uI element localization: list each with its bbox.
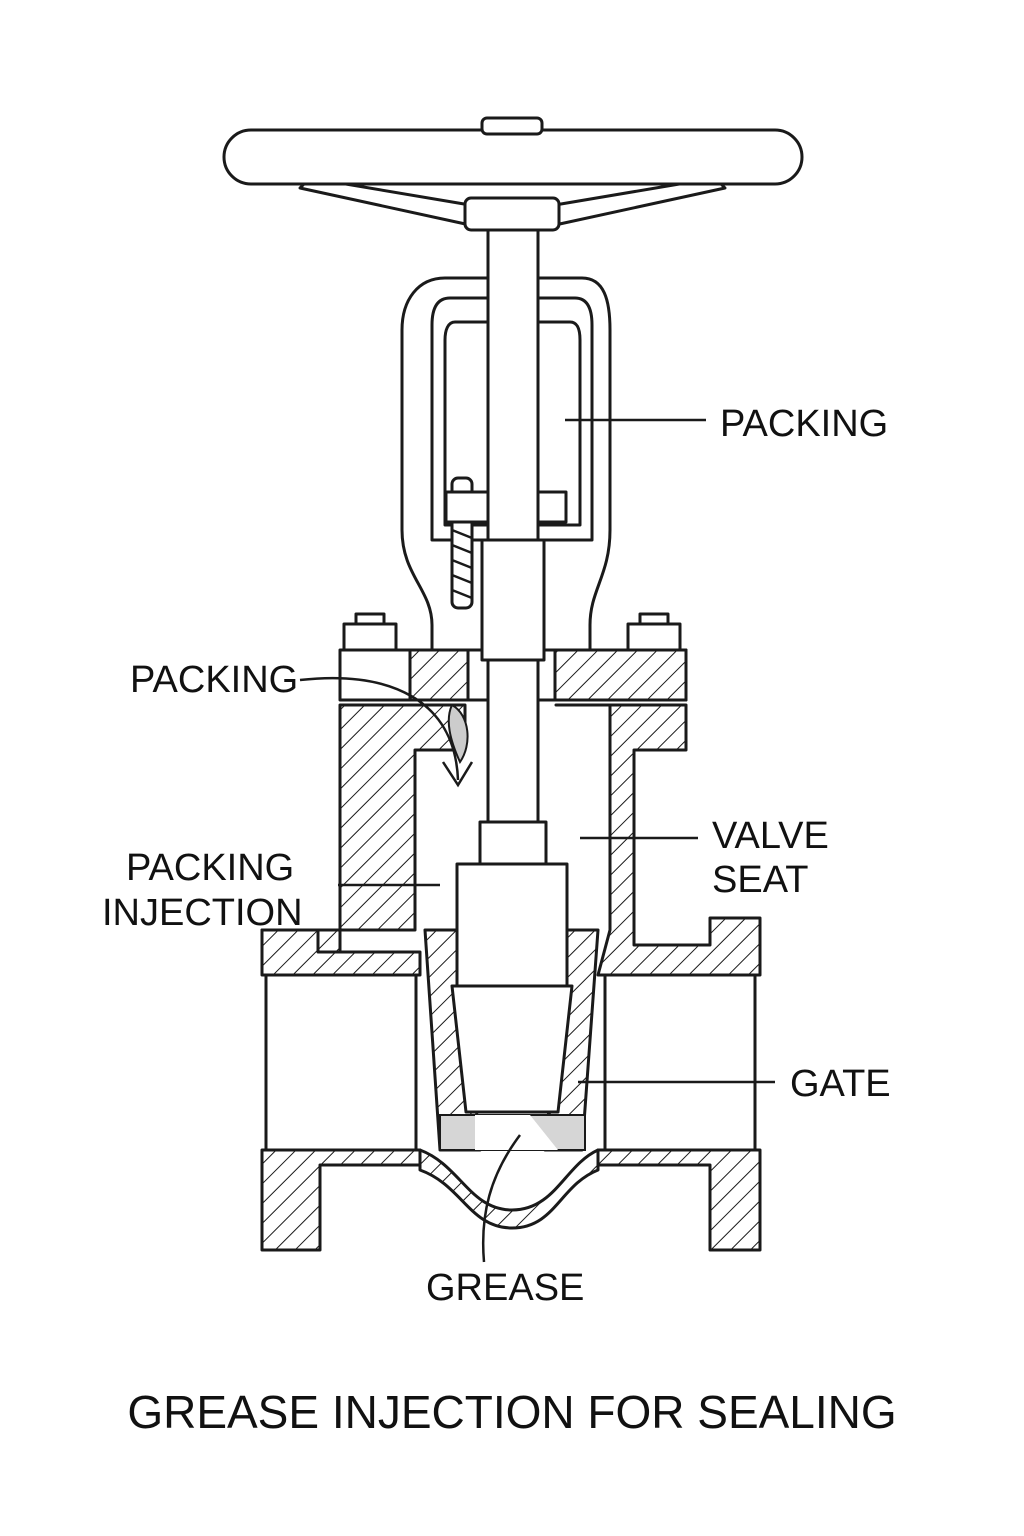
injection-arrow-icon [299,676,474,788]
leader-lines [338,418,775,1263]
label-valve-seat-line2: SEAT [712,859,808,901]
stem-nut [478,820,548,869]
gate [450,862,574,1114]
valve-stem [486,228,540,827]
valve-body [260,703,762,1252]
label-packing-left: PACKING [130,659,298,701]
label-gate: GATE [790,1063,891,1105]
label-packing-injection-line1: PACKING [126,847,294,889]
handwheel [222,116,804,232]
label-packing-top: PACKING [720,403,888,445]
label-grease: GREASE [426,1267,584,1309]
packing [480,538,546,662]
label-packing-injection-line2: INJECTION [102,892,303,934]
flow-passage [264,973,757,1152]
bonnet-bolts [342,612,682,654]
label-valve-seat-line1: VALVE [712,815,829,857]
diagram-title: GREASE INJECTION FOR SEALING [127,1386,896,1438]
